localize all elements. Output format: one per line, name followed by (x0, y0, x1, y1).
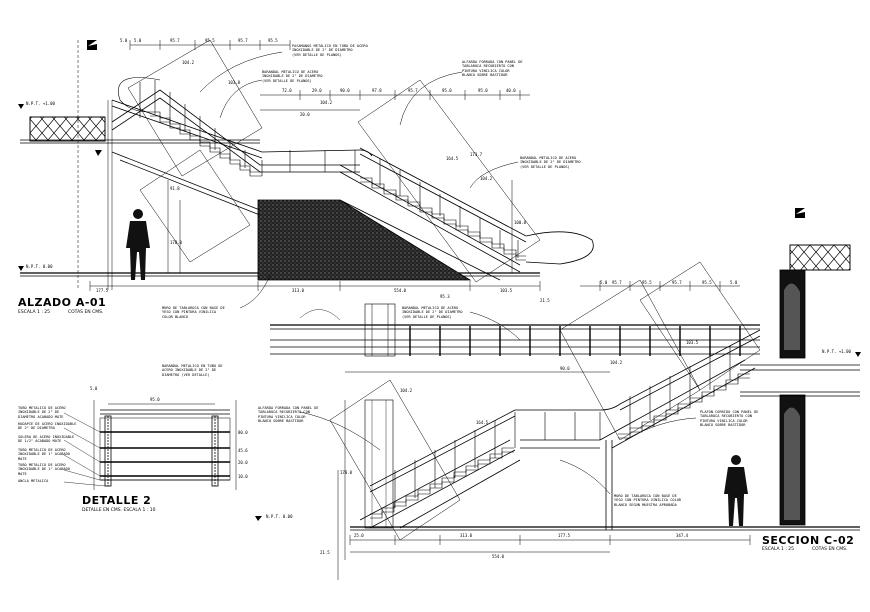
seccion-units: COTAS EN CMS. (812, 547, 848, 552)
dim-label: 95.0 (442, 88, 452, 93)
detail-note-6: ANCLA METALICA (18, 479, 49, 483)
dim-label: 25.0 (354, 533, 364, 538)
level-label: N.P.T. 0.00 (266, 514, 293, 519)
dim-label: 173.7 (470, 152, 483, 157)
alzado-a01-view (18, 39, 594, 309)
dim-label: 95.5 (642, 280, 652, 285)
dim-label: 95.5 (205, 38, 215, 43)
dim-label: 90.0 (340, 88, 350, 93)
dim-label: 104.2 (400, 388, 413, 393)
dim-label: 313.0 (460, 533, 473, 538)
dim-label: 20.0 (238, 460, 248, 465)
level-label: N.P.T. +1.00 (822, 349, 851, 354)
dim-label: 72.0 (282, 88, 292, 93)
dim-label: 90.0 (560, 366, 570, 371)
level-label: N.P.T. +1.00 (26, 101, 55, 106)
railing-elevation-view (270, 303, 760, 357)
dim-label: 100.0 (514, 220, 527, 225)
dim-label: 554.0 (394, 288, 407, 293)
dim-label: 170.0 (340, 470, 353, 475)
seccion-steps-run1 (370, 412, 601, 519)
dim-label: 5.0 (120, 38, 128, 43)
dim-label: 5.0 (730, 280, 738, 285)
alzado-units: COTAS EN CMS. (68, 310, 104, 315)
dim-label: 21.5 (540, 298, 550, 303)
note-muro-2: MURO DE TABLAROCA CON BASE DE YESO CON P… (614, 494, 682, 507)
dim-label: 95.7 (672, 280, 682, 285)
note-barandal-1: BARANDAL METALICO DE ACERO INOXIDABLE DE… (262, 70, 323, 83)
dim-label: 91.8 (170, 186, 180, 191)
dim-label: 95.7 (408, 88, 418, 93)
dim-label: 5.0 (134, 38, 142, 43)
dim-label: 177.5 (558, 533, 571, 538)
dim-label: 95.5 (268, 38, 278, 43)
detalle-title: DETALLE 2 (82, 494, 152, 507)
dim-label: 554.0 (492, 554, 505, 559)
alzado-scale: ESCALA 1 : 25 (18, 310, 51, 315)
dim-label: 103.5 (500, 288, 513, 293)
detail-note-2: RODAPIE DE ACERO INOXIDABLE DE 2" DE DIA… (18, 422, 77, 431)
seccion-title: SECCION C-02 (762, 534, 855, 547)
dim-label: 103.5 (686, 340, 699, 345)
dim-label: 104.2 (480, 176, 493, 181)
detail-note-4: TUBO METALICO DE ACERO INOXIDABLE DE 1" … (18, 448, 70, 461)
dim-label: 10.0 (238, 474, 248, 479)
dim-label: 5.0 (90, 386, 98, 391)
dim-label: 45.6 (238, 448, 248, 453)
dim-label: 21.5 (320, 550, 330, 555)
hatched-fill-block (257, 199, 472, 281)
dim-label: 95.7 (170, 38, 180, 43)
dim-label: 80.0 (238, 430, 248, 435)
dim-label: 347.4 (676, 533, 689, 538)
level-label: N.P.T. 0.00 (26, 264, 53, 269)
seccion-c02-view (255, 208, 861, 580)
dim-label: 95.0 (478, 88, 488, 93)
dim-label: 95.7 (238, 38, 248, 43)
seccion-scale: ESCALA 1 : 25 (762, 547, 795, 552)
detail-note-5: TUBO METALICO DE ACERO INOXIDABLE DE 1" … (18, 463, 70, 476)
dim-label: 164.5 (476, 420, 489, 425)
note-plafon: PLAFON CORRIDO CON PANEL DE TABLAROCA RE… (700, 410, 759, 427)
note-alfarda-2: ALFARDA FORRADA CON PANEL DE TABLAROCA R… (258, 406, 319, 423)
dim-label: 95.7 (612, 280, 622, 285)
dim-label: 40.0 (506, 88, 516, 93)
dim-label: 104.2 (610, 360, 623, 365)
alzado-steps-run1 (139, 80, 356, 177)
dim-label: 20.0 (300, 112, 310, 117)
alzado-steps-run2 (360, 158, 526, 261)
detail-note-1: TUBO METALICO DE ACERO INOXIDABLE DE 2" … (18, 406, 66, 419)
dim-label: 164.5 (446, 156, 459, 161)
detalle-scale: DETALLE EN CMS. ESCALA 1 : 10 (82, 508, 156, 513)
dim-label: 29.0 (312, 88, 322, 93)
note-alfarda-1: ALFARDA FORRADA CON PANEL DE TABLAROCA R… (462, 60, 523, 77)
detalle-2-view (63, 400, 237, 490)
note-barandal-4: BARANDAL METALICO EN TUBO DE ACERO INOXI… (162, 364, 223, 377)
alzado-title: ALZADO A-01 (18, 296, 107, 309)
dim-label: 97.8 (372, 88, 382, 93)
dim-label: 95.3 (440, 294, 450, 299)
detail-note-3: SOLERA DE ACERO INOXIDABLE DE 1/2" ACABA… (18, 435, 75, 444)
dim-label: 313.0 (292, 288, 305, 293)
dim-label: 170.0 (170, 240, 183, 245)
dim-label: 5.0 (600, 280, 608, 285)
person-silhouette-left (126, 209, 150, 280)
note-handrail-top: PASAMANOS METALICO EN TUBO DE ACERO INOX… (292, 44, 368, 57)
dim-label: 104.2 (320, 100, 333, 105)
dim-label: 95.5 (702, 280, 712, 285)
note-barandal-3: BARANDAL METALICO DE ACERO INOXIDABLE DE… (402, 306, 463, 319)
dim-label: 104.2 (182, 60, 195, 65)
dim-label: 177.5 (96, 288, 109, 293)
dim-label: 103.8 (228, 80, 241, 85)
dim-label: 95.0 (150, 397, 160, 402)
note-barandal-2: BARANDAL METALICO DE ACERO INOXIDABLE DE… (520, 156, 581, 169)
note-muro-1: MURO DE TABLAROCA CON BASE DE YESO CON P… (162, 306, 225, 319)
person-silhouette-right (724, 455, 748, 526)
